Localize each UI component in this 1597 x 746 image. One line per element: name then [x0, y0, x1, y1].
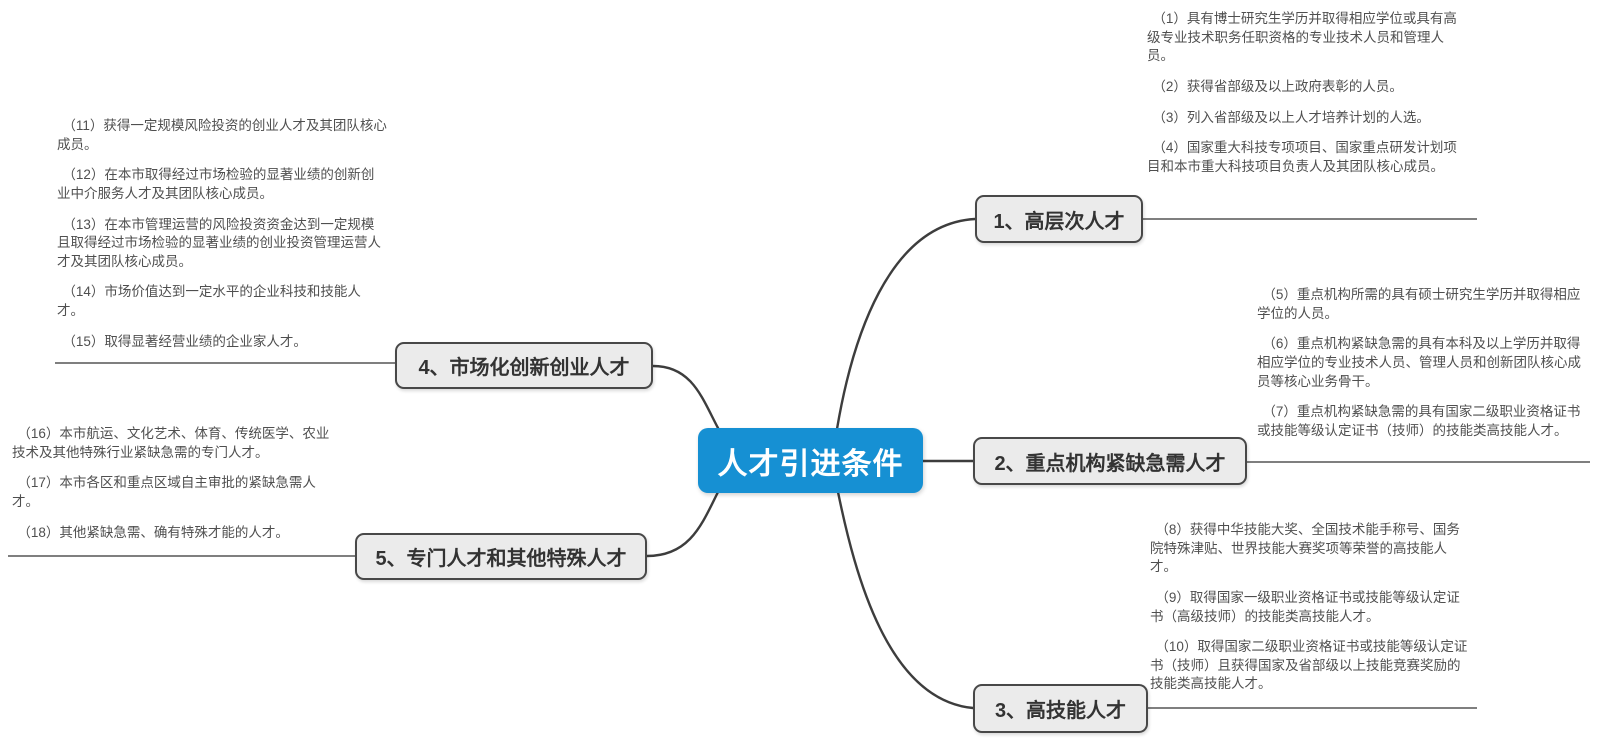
leaf-item-16: （16）本市航运、文化艺术、体育、传统医学、农业技术及其他特殊行业紧缺急需的专门…	[12, 426, 330, 460]
leaf-item-14: （14）市场价值达到一定水平的企业科技和技能人才。	[57, 284, 361, 318]
leaf-item-17: （17）本市各区和重点区域自主审批的紧缺急需人才。	[12, 475, 316, 509]
leaf-item-7: （7）重点机构紧缺急需的具有国家二级职业资格证书或技能等级认定证书（技师）的技能…	[1257, 404, 1581, 438]
leaf-block-branch2[interactable]: （5）重点机构所需的具有硕士研究生学历并取得相应学位的人员。 （6）重点机构紧缺…	[1257, 286, 1590, 440]
connector-center-branch5	[645, 490, 720, 558]
leaf-item-1: （1）具有博士研究生学历并取得相应学位或具有高级专业技术职务任职资格的专业技术人…	[1147, 11, 1457, 64]
central-topic[interactable]: 人才引进条件	[698, 428, 923, 493]
leaf-item-6: （6）重点机构紧缺急需的具有本科及以上学历并取得相应学位的专业技术人员、管理人员…	[1257, 336, 1581, 389]
branch-node-market-innovation-talent[interactable]: 4、市场化创新创业人才	[395, 342, 653, 389]
leaf-block-branch3[interactable]: （8）获得中华技能大奖、全国技术能手称号、国务院特殊津贴、世界技能大赛奖项等荣誉…	[1150, 521, 1470, 694]
leaf-block-branch5[interactable]: （16）本市航运、文化艺术、体育、传统医学、农业技术及其他特殊行业紧缺急需的专门…	[12, 425, 342, 542]
leaf-item-3: （3）列入省部级及以上人才培养计划的人选。	[1152, 109, 1430, 125]
leaf-item-12: （12）在本市取得经过市场检验的显著业绩的创新创业中介服务人才及其团队核心成员。	[57, 167, 375, 201]
branch-node-high-skill-talent[interactable]: 3、高技能人才	[973, 684, 1148, 733]
connector-center-branch3	[836, 490, 975, 710]
leaf-item-10: （10）取得国家二级职业资格证书或技能等级认定证书（技师）且获得国家及省部级以上…	[1150, 639, 1468, 692]
leaf-item-5: （5）重点机构所需的具有硕士研究生学历并取得相应学位的人员。	[1257, 287, 1581, 321]
leaf-item-13: （13）在本市管理运营的风险投资资金达到一定规模且取得经过市场检验的显著业绩的创…	[57, 216, 381, 269]
connector-center-branch1	[835, 217, 977, 431]
leaf-item-18: （18）其他紧缺急需、确有特殊才能的人才。	[17, 524, 289, 540]
leaf-item-8: （8）获得中华技能大奖、全国技术能手称号、国务院特殊津贴、世界技能大赛奖项等荣誉…	[1150, 522, 1460, 575]
leaf-item-11: （11）获得一定规模风险投资的创业人才及其团队核心成员。	[57, 118, 387, 152]
leaf-block-branch1[interactable]: （1）具有博士研究生学历并取得相应学位或具有高级专业技术职务任职资格的专业技术人…	[1147, 10, 1469, 176]
leaf-block-branch4[interactable]: （11）获得一定规模风险投资的创业人才及其团队核心成员。 （12）在本市取得经过…	[57, 117, 387, 351]
leaf-item-15: （15）取得显著经营业绩的企业家人才。	[62, 333, 307, 349]
branch-node-high-level-talent[interactable]: 1、高层次人才	[975, 195, 1143, 243]
leaf-item-4: （4）国家重大科技专项项目、国家重点研发计划项目和本市重大科技项目负责人及其团队…	[1147, 140, 1457, 174]
branch-node-special-talent[interactable]: 5、专门人才和其他特殊人才	[355, 533, 647, 580]
leaf-item-9: （9）取得国家一级职业资格证书或技能等级认定证书（高级技师）的技能类高技能人才。	[1150, 589, 1460, 624]
connector-center-branch4	[651, 364, 720, 430]
leaf-item-2: （2）获得省部级及以上政府表彰的人员。	[1152, 78, 1403, 94]
branch-node-key-institution-talent[interactable]: 2、重点机构紧缺急需人才	[973, 437, 1247, 485]
